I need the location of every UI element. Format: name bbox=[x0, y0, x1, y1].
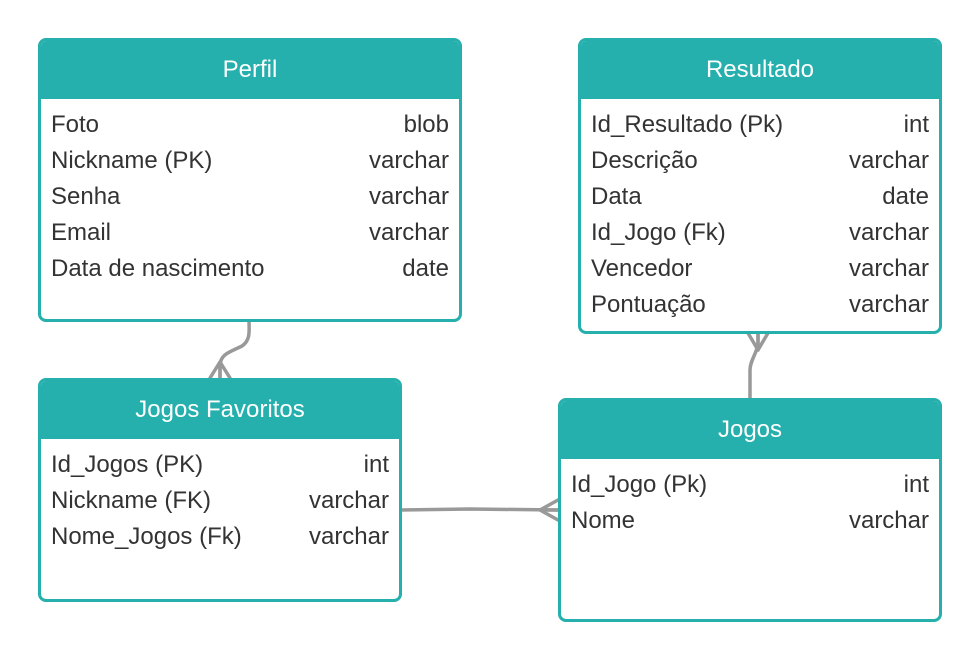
attribute-row: Email varchar bbox=[51, 215, 449, 251]
attribute-name: Id_Jogos (PK) bbox=[51, 451, 204, 478]
attribute-row: Nome_Jogos (Fk) varchar bbox=[51, 519, 389, 555]
crows-foot-resultado bbox=[746, 331, 770, 352]
attribute-name: Nickname (PK) bbox=[51, 147, 213, 174]
attribute-type: varchar bbox=[848, 219, 929, 246]
attribute-type: varchar bbox=[848, 255, 929, 282]
attribute-name: Descrição bbox=[591, 147, 698, 174]
entity-title: Jogos Favoritos bbox=[41, 381, 399, 439]
connector-jogos-resultado bbox=[748, 331, 760, 400]
attribute-type: varchar bbox=[848, 147, 929, 174]
connector-perfil-jogos-favoritos bbox=[218, 318, 251, 380]
attribute-name: Nome bbox=[571, 507, 636, 534]
attribute-name: Vencedor bbox=[591, 255, 693, 282]
attribute-row: Nome varchar bbox=[571, 503, 929, 539]
attribute-type: varchar bbox=[308, 487, 389, 514]
entity-resultado[interactable]: Resultado Id_Resultado (Pk) int Descriçã… bbox=[578, 38, 942, 334]
attribute-name: Data bbox=[591, 183, 642, 210]
attribute-row: Id_Jogo (Fk) varchar bbox=[591, 215, 929, 251]
attribute-type: date bbox=[882, 183, 929, 210]
attribute-row: Data date bbox=[591, 179, 929, 215]
attribute-name: Nickname (FK) bbox=[51, 487, 212, 514]
attribute-type: varchar bbox=[368, 183, 449, 210]
attribute-name: Id_Resultado (Pk) bbox=[591, 111, 784, 138]
attribute-row: Id_Resultado (Pk) int bbox=[591, 107, 929, 143]
attribute-row: Vencedor varchar bbox=[591, 251, 929, 287]
attribute-list: Id_Jogos (PK) int Nickname (FK) varchar … bbox=[41, 439, 399, 555]
entity-perfil[interactable]: Perfil Foto blob Nickname (PK) varchar S… bbox=[38, 38, 462, 322]
entity-title: Resultado bbox=[581, 41, 939, 99]
attribute-type: int bbox=[363, 451, 389, 478]
attribute-row: Id_Jogo (Pk) int bbox=[571, 467, 929, 503]
attribute-type: date bbox=[402, 255, 449, 282]
attribute-list: Id_Jogo (Pk) int Nome varchar bbox=[561, 459, 939, 539]
attribute-type: varchar bbox=[368, 147, 449, 174]
attribute-name: Foto bbox=[51, 111, 100, 138]
attribute-row: Foto blob bbox=[51, 107, 449, 143]
attribute-row: Senha varchar bbox=[51, 179, 449, 215]
attribute-name: Id_Jogo (Pk) bbox=[571, 471, 708, 498]
attribute-row: Nickname (FK) varchar bbox=[51, 483, 389, 519]
entity-title: Jogos bbox=[561, 401, 939, 459]
attribute-row: Pontuação varchar bbox=[591, 287, 929, 323]
attribute-type: int bbox=[903, 111, 929, 138]
attribute-type: blob bbox=[403, 111, 449, 138]
crows-foot-jogos bbox=[538, 498, 560, 522]
attribute-row: Id_Jogos (PK) int bbox=[51, 447, 389, 483]
attribute-type: varchar bbox=[368, 219, 449, 246]
attribute-name: Senha bbox=[51, 183, 121, 210]
attribute-name: Id_Jogo (Fk) bbox=[591, 219, 726, 246]
attribute-list: Foto blob Nickname (PK) varchar Senha va… bbox=[41, 99, 459, 287]
connector-jogos-favoritos-jogos bbox=[398, 507, 560, 512]
entity-jogos[interactable]: Jogos Id_Jogo (Pk) int Nome varchar bbox=[558, 398, 942, 622]
crows-foot-jogos-favoritos bbox=[208, 360, 232, 380]
attribute-name: Data de nascimento bbox=[51, 255, 265, 282]
attribute-name: Pontuação bbox=[591, 291, 706, 318]
entity-jogos-favoritos[interactable]: Jogos Favoritos Id_Jogos (PK) int Nickna… bbox=[38, 378, 402, 602]
attribute-row: Descrição varchar bbox=[591, 143, 929, 179]
attribute-row: Data de nascimento date bbox=[51, 251, 449, 287]
entity-title: Perfil bbox=[41, 41, 459, 99]
attribute-row: Nickname (PK) varchar bbox=[51, 143, 449, 179]
attribute-type: varchar bbox=[848, 291, 929, 318]
attribute-type: int bbox=[903, 471, 929, 498]
attribute-list: Id_Resultado (Pk) int Descrição varchar … bbox=[581, 99, 939, 323]
attribute-name: Email bbox=[51, 219, 112, 246]
attribute-type: varchar bbox=[308, 523, 389, 550]
attribute-name: Nome_Jogos (Fk) bbox=[51, 523, 242, 550]
attribute-type: varchar bbox=[848, 507, 929, 534]
